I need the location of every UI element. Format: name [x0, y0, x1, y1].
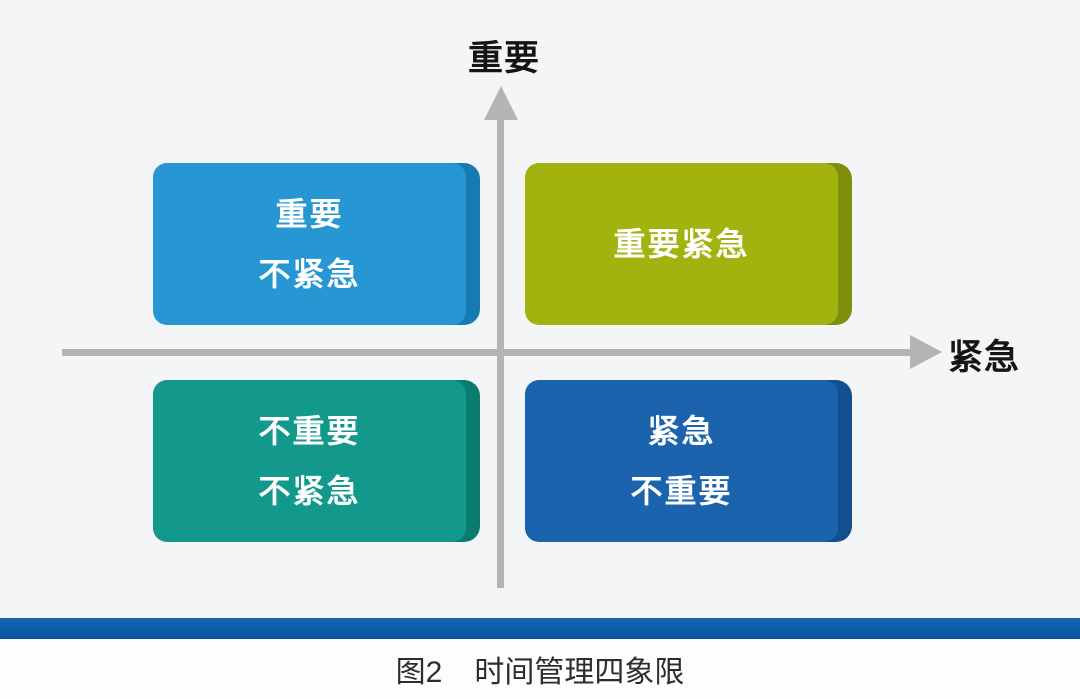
x-axis-arrowhead-icon: [910, 335, 942, 369]
figure-caption: 图2 时间管理四象限: [396, 647, 685, 691]
separator-bar: [0, 618, 1080, 639]
quadrant-label-line: 不紧急: [258, 256, 361, 292]
quadrant-face: 紧急 不重要: [525, 380, 838, 542]
quadrant-label-line: 重要: [275, 196, 344, 232]
quadrant-label-line: 不紧急: [258, 473, 361, 509]
quadrant-label-line: 不重要: [258, 413, 361, 449]
quadrant-label-line: 不重要: [630, 473, 733, 509]
quadrant-face: 重要 不紧急: [153, 163, 466, 325]
quadrant-label-line: 紧急: [647, 413, 716, 449]
x-axis-line: [62, 349, 918, 356]
quadrant-chart-area: 重要 紧急 重要 不紧急 重要紧急 不重要 不紧急 紧急 不重要: [0, 0, 1080, 618]
quadrant-urgent-not-important: 紧急 不重要: [525, 380, 852, 542]
quadrant-label-line: 重要紧急: [613, 226, 750, 262]
y-axis-label: 重要: [468, 39, 541, 78]
quadrant-face: 重要紧急: [525, 163, 838, 325]
quadrant-important-not-urgent: 重要 不紧急: [153, 163, 480, 325]
quadrant-important-urgent: 重要紧急: [525, 163, 852, 325]
quadrant-face: 不重要 不紧急: [153, 380, 466, 542]
caption-area: 图2 时间管理四象限: [0, 639, 1080, 699]
figure-caption-title: 时间管理四象限: [474, 656, 685, 689]
y-axis-arrowhead-icon: [484, 86, 518, 120]
x-axis-label: 紧急: [948, 338, 1021, 377]
quadrant-not-important-not-urgent: 不重要 不紧急: [153, 380, 480, 542]
figure-caption-label: 图2: [395, 656, 443, 689]
